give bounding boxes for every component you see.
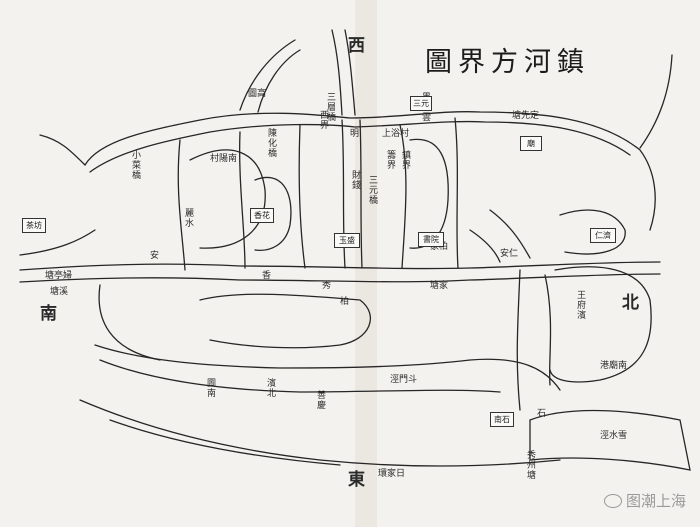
label-l15: 麗水	[183, 208, 193, 228]
north-arm-4	[344, 29, 356, 116]
label-l2: 上浴村	[382, 129, 410, 139]
box-nanshi: 南石	[490, 412, 514, 427]
waterways	[19, 29, 691, 471]
direction-west: 西	[348, 36, 365, 56]
channel-5	[359, 119, 363, 269]
north-arm-2	[257, 49, 301, 113]
block-loop-1	[189, 149, 266, 249]
outer-river-inner	[89, 120, 631, 173]
sw-loop	[98, 284, 161, 361]
label-l7: 陳化橋	[266, 128, 276, 158]
channel-9	[544, 274, 552, 386]
box-renji: 仁濟	[590, 228, 616, 243]
label-l6: 小菜橋	[130, 150, 140, 180]
label-l38: 王府濱	[575, 290, 585, 320]
label-l19: 家柏	[430, 242, 449, 252]
label-l24: 柏	[340, 297, 350, 307]
east-detail2	[469, 229, 501, 263]
label-l10: 籌界	[385, 150, 395, 170]
label-l31: 秀州塘	[525, 450, 535, 480]
label-l28: 涇水雪	[600, 431, 628, 441]
label-l11: 三元橋	[367, 175, 377, 205]
label-l39: 塘亭婦	[45, 271, 73, 281]
watermark: 图潮上海	[603, 490, 686, 511]
main-canal-lower	[19, 273, 661, 283]
label-l16: 安	[150, 251, 160, 261]
north-arm-3	[331, 29, 343, 116]
direction-north: 北	[622, 293, 639, 313]
bottom-river	[79, 399, 561, 467]
label-l5: 圖高	[248, 89, 267, 99]
map-title: 圖界方河鎮	[425, 47, 590, 78]
direction-south: 南	[40, 304, 57, 324]
label-l8: 西界	[318, 110, 328, 130]
label-l21: 塘溪	[50, 287, 69, 297]
east-detail	[489, 209, 531, 259]
page-fold	[355, 0, 377, 527]
south-river-lower	[99, 359, 501, 393]
box-chafang: 茶坊	[22, 218, 46, 233]
channel-3	[298, 124, 306, 269]
chat-bubble-icon	[603, 493, 622, 508]
box-shuyuan: 書院	[418, 232, 444, 247]
channel-1	[177, 139, 186, 271]
box-yusheng: 玉盛	[334, 233, 360, 248]
main-canal-upper	[19, 261, 661, 271]
box-miao: 廟	[520, 136, 542, 151]
label-l33: 塘家	[430, 281, 449, 291]
channel-4	[341, 119, 346, 269]
label-l14: 村陽南	[210, 154, 238, 164]
label-l20: 安仁	[500, 249, 519, 259]
north-arm-1	[239, 39, 296, 111]
label-l35: 香	[260, 270, 270, 280]
box-xianghua: 香花	[250, 208, 274, 223]
block-loop-2	[254, 176, 292, 251]
label-l12: 鎮界	[400, 150, 410, 170]
label-l37: 石	[537, 409, 547, 419]
label-l30: 濱北	[265, 378, 275, 398]
south-river	[94, 344, 561, 391]
label-l27: 涇門斗	[390, 375, 418, 385]
south-loop	[199, 293, 371, 349]
channel-8	[516, 269, 521, 411]
label-l9: 明	[350, 129, 360, 139]
label-l23: 秀	[322, 281, 332, 291]
block-loop-4	[559, 209, 626, 255]
west-arm	[39, 134, 86, 166]
label-l29: 圖南	[205, 378, 215, 398]
outer-river	[84, 111, 656, 231]
channel-6	[399, 124, 407, 269]
bottom-river2	[109, 419, 341, 466]
north-block	[549, 266, 652, 383]
label-l13: 財錢	[350, 170, 360, 190]
label-l4: 塘先定	[512, 111, 540, 121]
label-l36: 善慶	[315, 390, 325, 410]
direction-east: 東	[348, 470, 365, 490]
channel-7	[454, 117, 459, 269]
label-l1: 三層橋	[325, 92, 335, 122]
northeast-arm	[639, 54, 673, 149]
label-l32: 環家日	[378, 469, 406, 479]
watermark-text: 图潮上海	[625, 492, 686, 510]
west-arm2	[19, 229, 96, 256]
channel-2	[239, 131, 246, 269]
label-l26: 港廟南	[600, 361, 628, 371]
east-lake	[529, 409, 691, 471]
box-sanyuan: 三元	[410, 96, 432, 111]
